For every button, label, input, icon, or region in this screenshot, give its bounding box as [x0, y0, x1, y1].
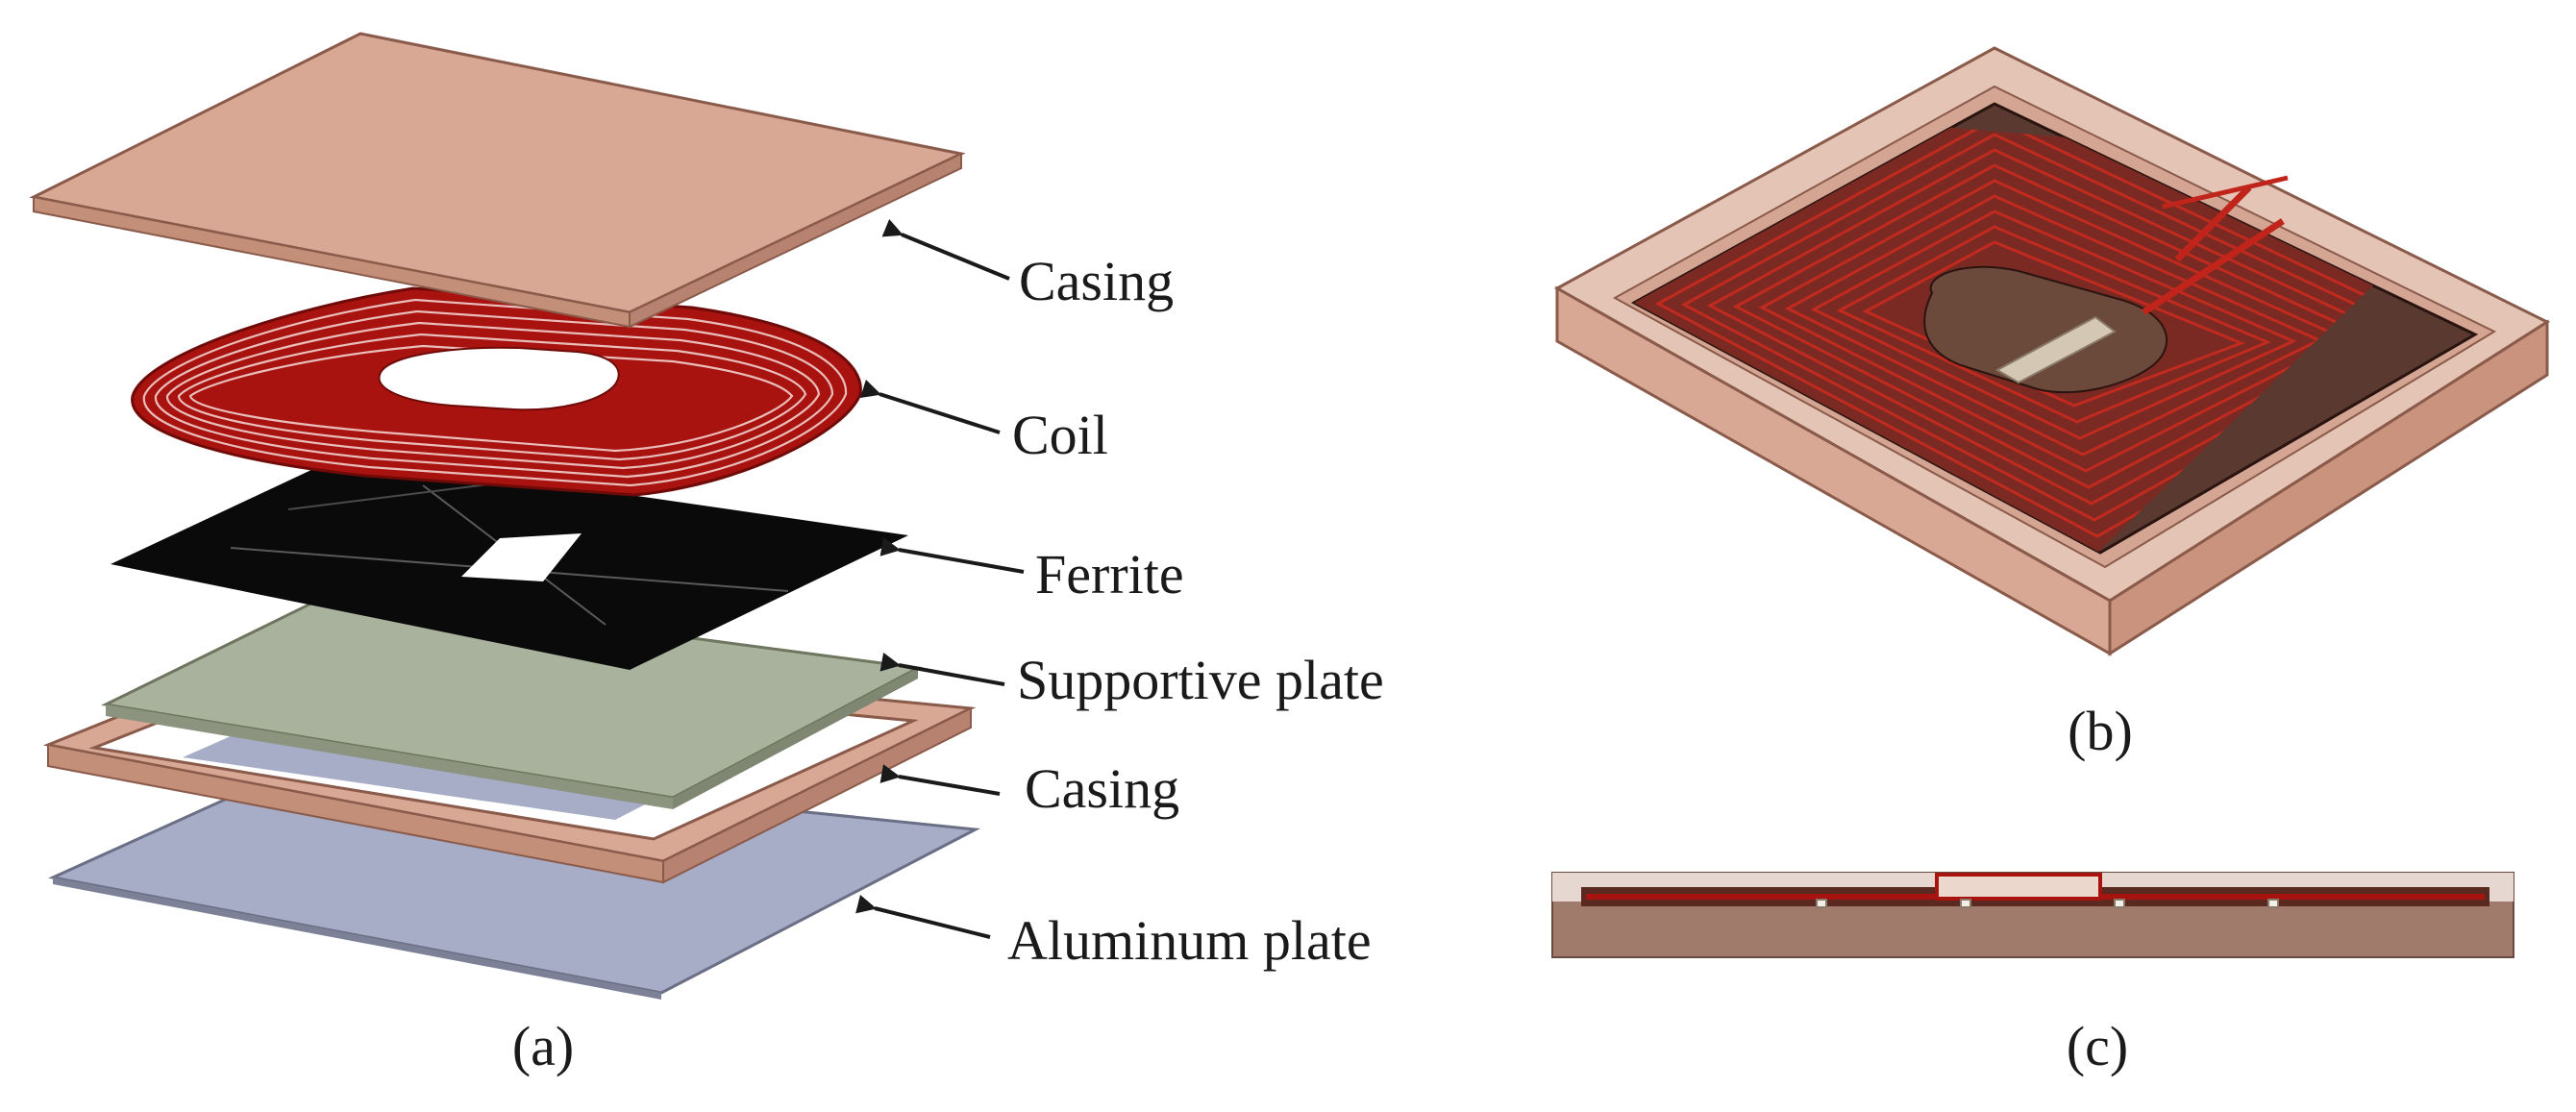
top-casing-layer [29, 32, 966, 329]
leader-arrows [855, 218, 1025, 939]
layer-label-aluminum-plate: Aluminum plate [1007, 909, 1372, 972]
panel-c-caption: (c) [2067, 1015, 2128, 1077]
assembled-view: (b) [1553, 46, 2551, 762]
layer-label-supportive-plate: Supportive plate [1017, 649, 1384, 711]
cross-section-view: (c) [1551, 872, 2514, 1077]
panel-a-caption: (a) [512, 1015, 574, 1077]
coil-layer [131, 286, 862, 497]
layer-label-coil: Coil [1012, 404, 1108, 466]
exploded-view: Casing Coil Ferrite Supportive plate Cas… [29, 32, 1384, 1077]
layer-label-casing-bottom: Casing [1025, 757, 1179, 820]
layer-label-ferrite: Ferrite [1035, 543, 1184, 605]
layer-label-casing-top: Casing [1019, 250, 1174, 312]
panel-b-caption: (b) [2068, 700, 2133, 762]
supportive-plate-layer [101, 589, 923, 809]
